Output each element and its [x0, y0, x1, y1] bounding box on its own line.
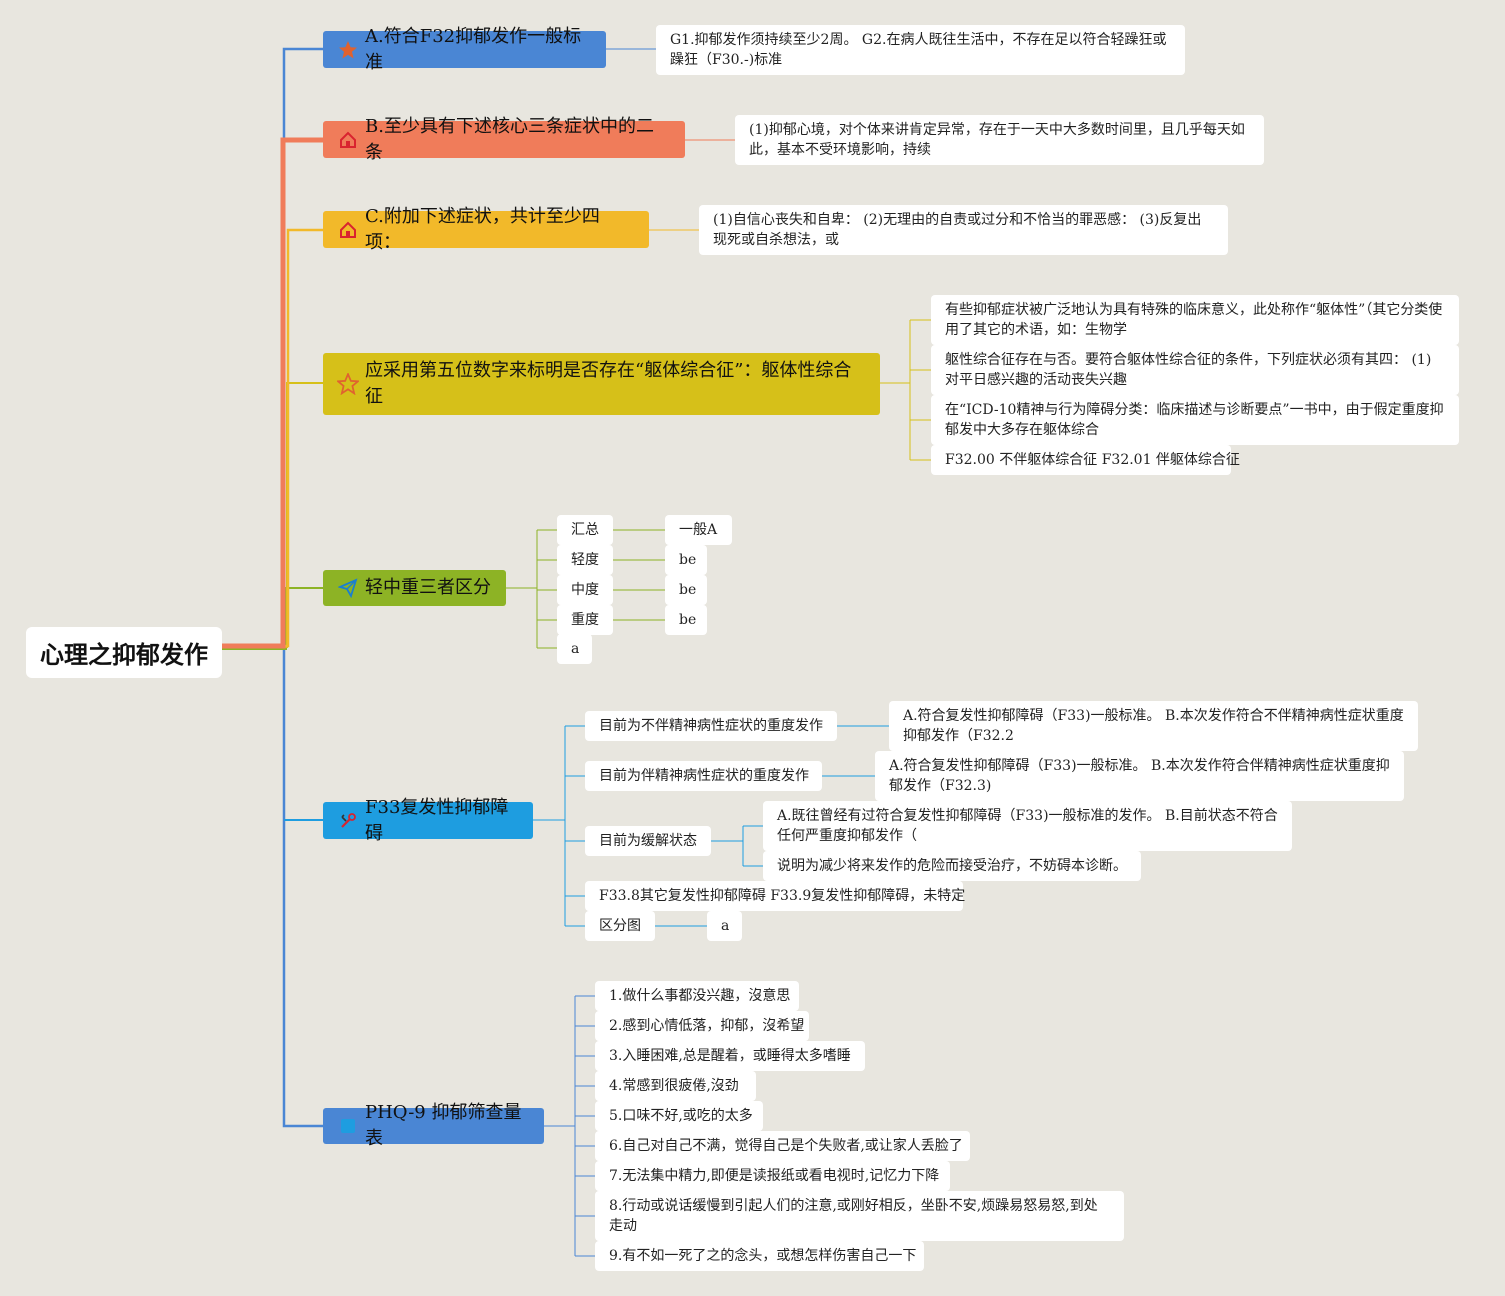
branch-f-item[interactable]: 区分图: [585, 911, 655, 941]
branch-e-label: 轻中重三者区分: [365, 577, 491, 598]
house-icon: [337, 219, 359, 241]
branch-a-label: A.符合F32抑郁发作一般标准: [365, 25, 582, 73]
branch-b-label: B.至少具有下述核心三条症状中的二条: [365, 115, 654, 163]
connector-f-items: [533, 725, 585, 927]
connector-d-notes: [880, 319, 931, 461]
connector-f-children: [655, 725, 889, 927]
connector-root-e: [222, 587, 323, 650]
connector-g-items: [544, 995, 595, 1257]
root-label: 心理之抑郁发作: [40, 641, 208, 669]
branch-e-item[interactable]: 中度: [557, 575, 613, 605]
phq-item[interactable]: 5.口味不好,或吃的太多: [595, 1101, 763, 1131]
branch-f[interactable]: F33复发性抑郁障碍: [323, 797, 533, 844]
connector-root-d: [222, 382, 323, 648]
branch-d-label: 应采用第五位数字来标明是否存在“躯体综合征”：躯体性综合征: [365, 360, 852, 407]
branch-e-item-child[interactable]: be: [665, 575, 707, 605]
branch-d[interactable]: 应采用第五位数字来标明是否存在“躯体综合征”：躯体性综合征: [323, 353, 880, 415]
phq-item[interactable]: 6.自己对自己不满，觉得自己是个失败者,或让家人丢脸了: [595, 1131, 970, 1161]
branch-d-note-1[interactable]: 有些抑郁症状被广泛地认为具有特殊的临床意义，此处称作“躯体性”（其它分类使用了其…: [931, 295, 1459, 345]
phq-item[interactable]: 9.有不如一死了之的念头，或想怎样伤害自己一下: [595, 1241, 924, 1271]
connector-root-b: [222, 137, 323, 649]
branch-f-item-child[interactable]: 说明为减少将来发作的危险而接受治疗，不妨碍本诊断。: [763, 851, 1141, 881]
connector-root-c: [222, 228, 323, 648]
square-icon: [337, 1115, 359, 1137]
branch-a-note[interactable]: G1.抑郁发作须持续至少2周。 G2.在病人既往生活中，不存在足以符合轻躁狂或躁…: [656, 25, 1185, 75]
connector-e-items: [506, 529, 557, 649]
star-outline-icon: [337, 373, 359, 395]
branch-f-item[interactable]: 目前为伴精神病性症状的重度发作: [585, 761, 822, 791]
branch-e[interactable]: 轻中重三者区分: [323, 570, 506, 606]
star-filled-icon: [337, 39, 359, 61]
branch-f-item[interactable]: 目前为缓解状态: [585, 826, 711, 856]
branch-g[interactable]: PHQ-9 抑郁筛查量表: [323, 1102, 544, 1149]
branch-c[interactable]: C.附加下述症状，共计至少四项：: [323, 206, 649, 253]
branch-f-item[interactable]: 目前为不伴精神病性症状的重度发作: [585, 711, 837, 741]
phq-item[interactable]: 8.行动或说话缓慢到引起人们的注意,或刚好相反，坐卧不安,烦躁易怒易怒,到处走动: [595, 1191, 1124, 1241]
branch-d-note-2[interactable]: 躯性综合征存在与否。要符合躯体性综合征的条件，下列症状必须有其四： (1)对平日…: [931, 345, 1459, 395]
phq-item[interactable]: 2.感到心情低落，抑郁，沒希望: [595, 1011, 809, 1041]
branch-d-note-3[interactable]: 在“ICD-10精神与行为障碍分类：临床描述与诊断要点”一书中，由于假定重度抑郁…: [931, 395, 1459, 445]
branch-f-item-child[interactable]: a: [707, 911, 742, 941]
branch-e-item-child[interactable]: be: [665, 545, 707, 575]
house-icon: [337, 129, 359, 151]
paper-plane-icon: [337, 577, 359, 599]
connector-e-children: [613, 529, 665, 621]
branch-a[interactable]: A.符合F32抑郁发作一般标准: [323, 26, 606, 73]
phq-item[interactable]: 1.做什么事都没兴趣，沒意思: [595, 981, 799, 1011]
branch-e-item[interactable]: 轻度: [557, 545, 613, 575]
branch-b[interactable]: B.至少具有下述核心三条症状中的二条: [323, 116, 685, 163]
branch-e-item-child[interactable]: be: [665, 605, 707, 635]
root-node[interactable]: 心理之抑郁发作: [26, 627, 222, 678]
branch-e-item-child[interactable]: 一般A: [665, 515, 732, 545]
phq-item[interactable]: 4.常感到很疲倦,沒劲: [595, 1071, 756, 1101]
branch-b-note[interactable]: (1)抑郁心境，对个体来讲肯定异常，存在于一天中大多数时间里，且几乎每天如此，基…: [735, 115, 1264, 165]
branch-f-item-child[interactable]: A.符合复发性抑郁障碍（F33)一般标准。 B.本次发作符合不伴精神病性症状重度…: [889, 701, 1418, 751]
branch-f-item[interactable]: F33.8其它复发性抑郁障碍 F33.9复发性抑郁障碍，未特定: [585, 881, 965, 911]
phq-item[interactable]: 3.入睡困难,总是醒着，或睡得太多嗜睡: [595, 1041, 865, 1071]
branch-g-label: PHQ-9 抑郁筛查量表: [365, 1102, 522, 1149]
branch-e-item[interactable]: a: [557, 634, 592, 664]
phq-item[interactable]: 7.无法集中精力,即便是读报纸或看电视时,记忆力下降: [595, 1161, 950, 1191]
branch-c-label: C.附加下述症状，共计至少四项：: [365, 205, 600, 253]
branch-e-item[interactable]: 汇总: [557, 515, 613, 545]
branch-f-item-child[interactable]: A.既往曾经有过符合复发性抑郁障碍（F33)一般标准的发作。 B.目前状态不符合…: [763, 801, 1292, 851]
branch-f-label: F33复发性抑郁障碍: [365, 796, 509, 844]
branch-c-note[interactable]: (1)自信心丧失和自卑： (2)无理由的自责或过分和不恰当的罪恶感： (3)反复…: [699, 205, 1228, 255]
branch-f-item-child[interactable]: A.符合复发性抑郁障碍（F33)一般标准。 B.本次发作符合伴精神病性症状重度抑…: [875, 751, 1404, 801]
branch-d-note-4[interactable]: F32.00 不伴躯体综合征 F32.01 伴躯体综合征: [931, 445, 1240, 475]
tools-icon: [337, 810, 359, 832]
connector-root-g: [222, 646, 323, 1128]
branch-e-item[interactable]: 重度: [557, 605, 613, 635]
